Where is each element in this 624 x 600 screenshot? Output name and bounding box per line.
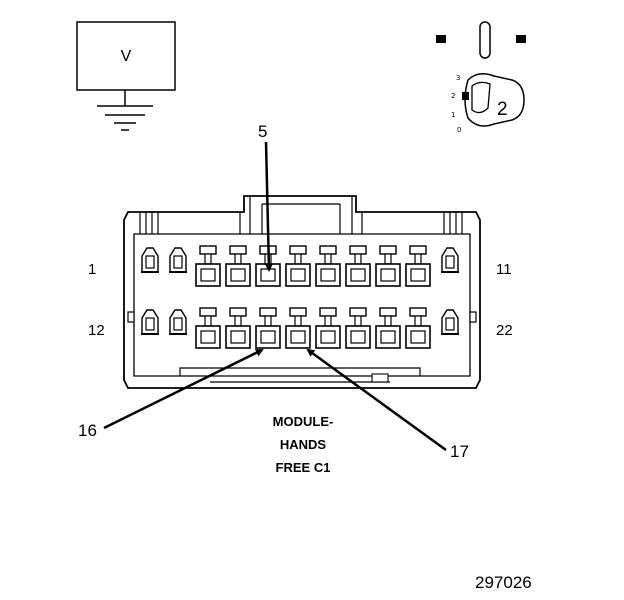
voltmeter-symbol: V — [76, 21, 176, 131]
callout-leader-16 — [103, 348, 264, 430]
pin-label-12: 12 — [88, 322, 105, 339]
figure-id: 297026 — [475, 573, 532, 592]
pin-cavity-terminal — [375, 307, 401, 349]
module-label: MODULE- HANDS FREE C1 — [273, 414, 334, 475]
callout-16: 16 — [78, 421, 97, 440]
pin-cavity-terminal — [195, 307, 221, 349]
connector-body — [123, 195, 481, 389]
callout-5: 5 — [258, 122, 267, 141]
pin-cavity-terminal — [375, 245, 401, 287]
pin-cavity-clip — [169, 247, 187, 273]
key-scale-1: 1 — [451, 111, 455, 119]
pin-cavity-clip — [441, 247, 459, 273]
ignition-key-icon: 3 2 1 0 2 — [436, 21, 526, 134]
pin-cavity-terminal — [285, 245, 311, 287]
pin-cavity-terminal — [285, 307, 311, 349]
pin-cavity-terminal — [315, 245, 341, 287]
pin-cavity-terminal — [315, 307, 341, 349]
module-label-line-3: FREE C1 — [276, 460, 331, 475]
callout-leaders — [103, 141, 447, 452]
pin-label-1: 1 — [88, 261, 96, 278]
pin-cavity-terminal — [195, 245, 221, 287]
pin-label-22: 22 — [496, 322, 513, 339]
callout-17: 17 — [450, 442, 469, 461]
module-label-line-2: HANDS — [280, 437, 327, 452]
key-scale-3: 3 — [456, 74, 460, 82]
pin-cavity-clip — [141, 247, 159, 273]
pin-cavity-clip — [441, 309, 459, 335]
pin-cavity-terminal — [345, 245, 371, 287]
pin-cavity-terminal — [405, 307, 431, 349]
key-scale-2: 2 — [451, 92, 455, 100]
key-position-number: 2 — [497, 99, 508, 120]
pin-cavity-terminal — [225, 307, 251, 349]
module-label-line-1: MODULE- — [273, 414, 334, 429]
voltmeter-label: V — [121, 48, 132, 65]
pin-cavity-terminal — [405, 245, 431, 287]
pin-cavity-terminal — [255, 307, 281, 349]
pin-cavity-terminal — [225, 245, 251, 287]
callout-leader-17 — [306, 348, 447, 452]
pin-cavities — [141, 245, 459, 349]
pin-cavity-clip — [169, 309, 187, 335]
callout-leader-5 — [264, 141, 273, 272]
pin-cavity-clip — [141, 309, 159, 335]
key-scale-0: 0 — [457, 126, 461, 134]
pin-label-11: 11 — [496, 261, 512, 278]
pin-cavity-terminal — [345, 307, 371, 349]
